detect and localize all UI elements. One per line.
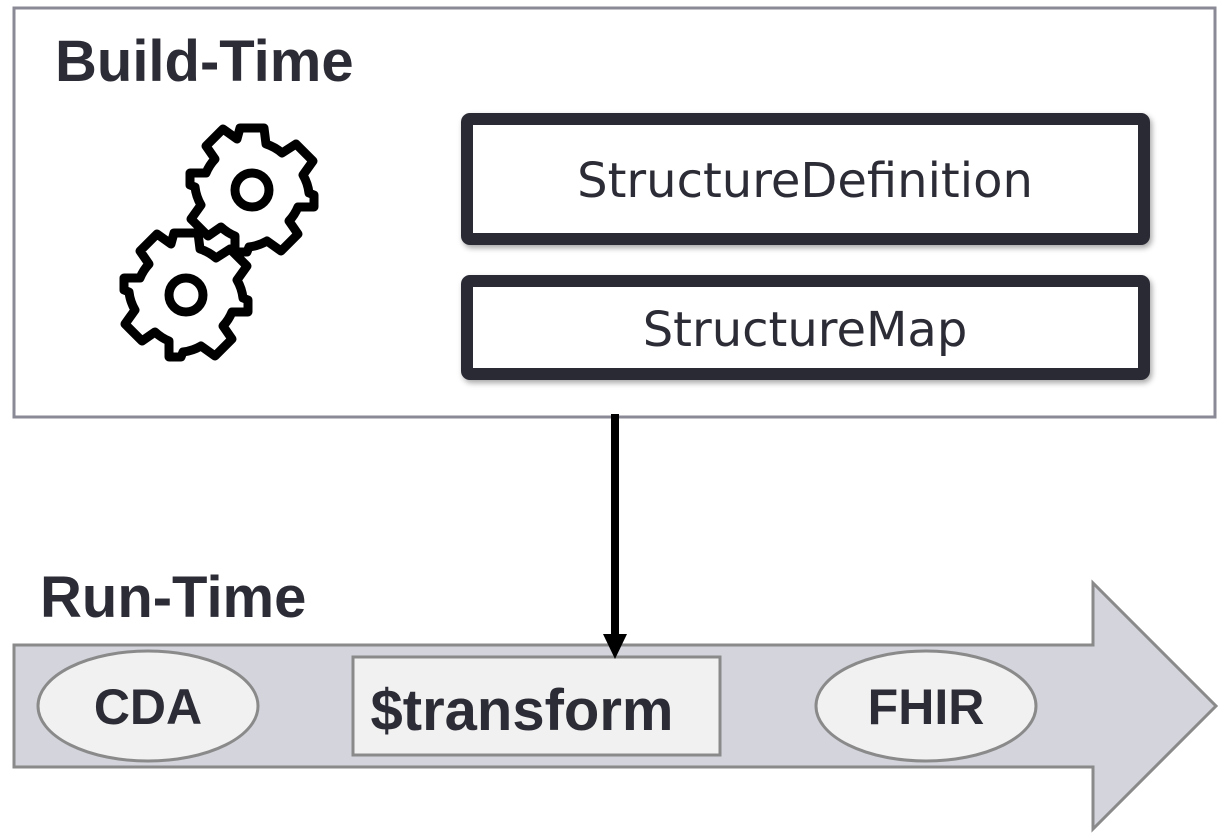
gear-small-icon [119,228,253,362]
structure-definition-box [461,113,1150,245]
structure-definition-label: StructureDefinition [577,153,1033,209]
build-time-title: Build-Time [55,29,354,94]
build-to-transform-connector [603,414,627,659]
cda-node [36,649,260,763]
fhir-node [814,649,1038,763]
transform-node [351,655,722,757]
structure-map-label: StructureMap [643,302,968,358]
connector-arrowhead [603,634,627,659]
structure-map-box [461,275,1150,380]
run-time-title: Run-Time [40,565,306,630]
gears-icon [119,123,319,362]
build-time-panel: Build-Time StructureDefinition Structure… [12,6,1217,419]
cda-label: CDA [94,679,202,735]
gear-large-icon [185,123,319,257]
fhir-label: FHIR [868,679,985,735]
transform-label: $transform [371,678,674,743]
